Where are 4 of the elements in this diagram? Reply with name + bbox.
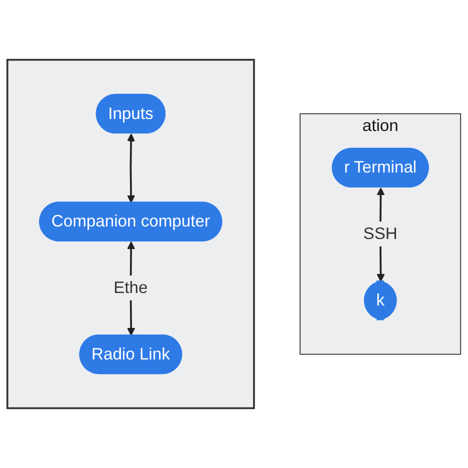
arrow (126, 134, 136, 204)
cluster (6, 58, 255, 410)
edge-label: SSH (363, 224, 398, 243)
edge-label: Ethe (114, 278, 148, 297)
